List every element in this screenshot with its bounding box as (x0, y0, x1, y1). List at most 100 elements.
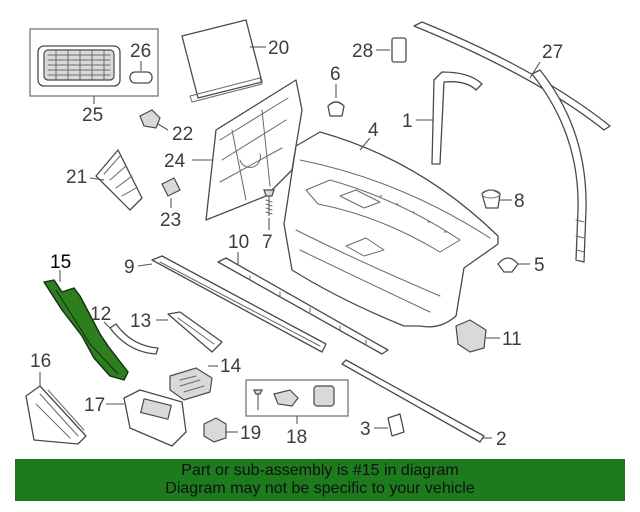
part-18-group: 18 (245, 379, 349, 448)
callout-1: 1 (402, 111, 413, 132)
leader-22 (157, 123, 169, 131)
trim-strip-9-line (159, 261, 321, 347)
callout-5: 5 (534, 255, 545, 276)
clip-28 (391, 37, 407, 63)
window-channel-1 (431, 71, 483, 165)
callout-14: 14 (220, 356, 242, 377)
fastener-6 (327, 101, 345, 117)
part-15-group: 15 (43, 252, 129, 381)
screw-7-head (263, 189, 275, 197)
armrest-panel-17 (123, 389, 187, 447)
part-22-group: 22 (139, 109, 193, 145)
callout-26: 26 (130, 41, 151, 62)
callout-21: 21 (66, 167, 87, 188)
door-trim-panel-4 (283, 131, 499, 328)
leader-4 (359, 137, 371, 151)
leader-21 (89, 177, 105, 181)
part-3-group: 3 (360, 413, 405, 440)
part-10-group: 10 (217, 232, 389, 355)
screw-18 (253, 389, 263, 395)
part-7-group: 7 (262, 189, 275, 253)
part-2-group: 2 (341, 359, 507, 450)
callout-28: 28 (352, 41, 373, 62)
door-trim-handle (339, 189, 385, 257)
part-26-cap (129, 71, 153, 84)
lower-trim-10 (217, 257, 389, 355)
callout-10: 10 (228, 232, 249, 253)
part-13-group: 13 (130, 311, 223, 353)
callout-15: 15 (50, 252, 71, 273)
callout-22: 22 (172, 124, 193, 145)
leader-27 (529, 61, 541, 79)
thin-trim-12 (109, 323, 159, 355)
clip-18 (273, 389, 299, 407)
callout-13: 13 (130, 311, 151, 332)
clip-3 (387, 413, 405, 437)
part-24-group: 24 (164, 79, 303, 221)
callout-24: 24 (164, 151, 186, 172)
callout-17: 17 (84, 395, 105, 416)
part-19-group: 19 (203, 417, 261, 444)
part-20-group: 20 (181, 19, 289, 103)
bracket-11 (455, 319, 487, 353)
plug-23 (161, 177, 181, 197)
callout-18: 18 (286, 427, 307, 448)
callout-4: 4 (368, 120, 379, 141)
speaker-grille-16-lines (35, 389, 85, 439)
part-11-group: 11 (455, 319, 522, 353)
part-1-group: 1 (402, 71, 483, 165)
grommet-8 (481, 189, 501, 209)
part-5-group: 5 (497, 255, 545, 276)
part-12-group: 12 (90, 304, 159, 355)
door-carrier-details (219, 97, 289, 201)
callout-11: 11 (502, 329, 522, 350)
callout-25: 25 (82, 105, 103, 126)
banner-line-1: Part or sub-assembly is #15 in diagram (181, 462, 459, 479)
speaker-cover-21 (95, 149, 143, 211)
banner-line-2: Diagram may not be specific to your vehi… (165, 480, 475, 497)
screw-7-thread (265, 199, 273, 215)
switch-module-19 (203, 417, 227, 443)
cap-18 (313, 385, 335, 407)
door-trim-armrest (305, 179, 461, 253)
seal-27-lower (575, 219, 585, 253)
callout-3: 3 (360, 419, 371, 440)
handle-bezel-13-inner (177, 317, 215, 345)
door-trim-dots (379, 195, 447, 233)
callout-19: 19 (240, 423, 261, 444)
callout-6: 6 (330, 64, 341, 85)
part-6-group: 6 (327, 64, 345, 117)
speaker-grille-16 (25, 385, 87, 445)
door-trim-upper (299, 159, 491, 239)
callout-23: 23 (160, 210, 181, 231)
part-27-group: 27 (413, 21, 611, 263)
door-trim-pocket (295, 229, 441, 313)
part-23-group: 23 (160, 177, 181, 231)
leader-9 (137, 263, 153, 267)
seal-27 (413, 21, 611, 131)
part-14-group: 14 (169, 356, 242, 401)
pillar-trim-15-edge (55, 289, 119, 375)
info-banner: Part or sub-assembly is #15 in diagram D… (15, 459, 625, 501)
callout-7: 7 (262, 232, 273, 253)
speaker-cover-lines (103, 155, 137, 197)
callout-2: 2 (496, 429, 507, 450)
callout-20: 20 (268, 38, 289, 59)
lower-trim-10-clips (249, 275, 367, 345)
part-28-group: 28 (352, 37, 407, 63)
seal-27-vertical (531, 69, 587, 263)
callout-16: 16 (30, 351, 51, 372)
sun-blind-roll (189, 77, 263, 103)
part-17-group: 17 (84, 389, 187, 447)
part-25-group: 26 25 (29, 28, 159, 126)
grommet-8-top (481, 189, 501, 199)
part-16-group: 16 (25, 351, 87, 445)
callout-9: 9 (124, 257, 135, 278)
leader-12 (103, 321, 113, 331)
callout-8: 8 (514, 191, 525, 212)
callout-27: 27 (542, 42, 563, 63)
switch-14 (169, 367, 213, 401)
part-8-group: 8 (481, 189, 525, 212)
part-21-group: 21 (66, 149, 143, 211)
